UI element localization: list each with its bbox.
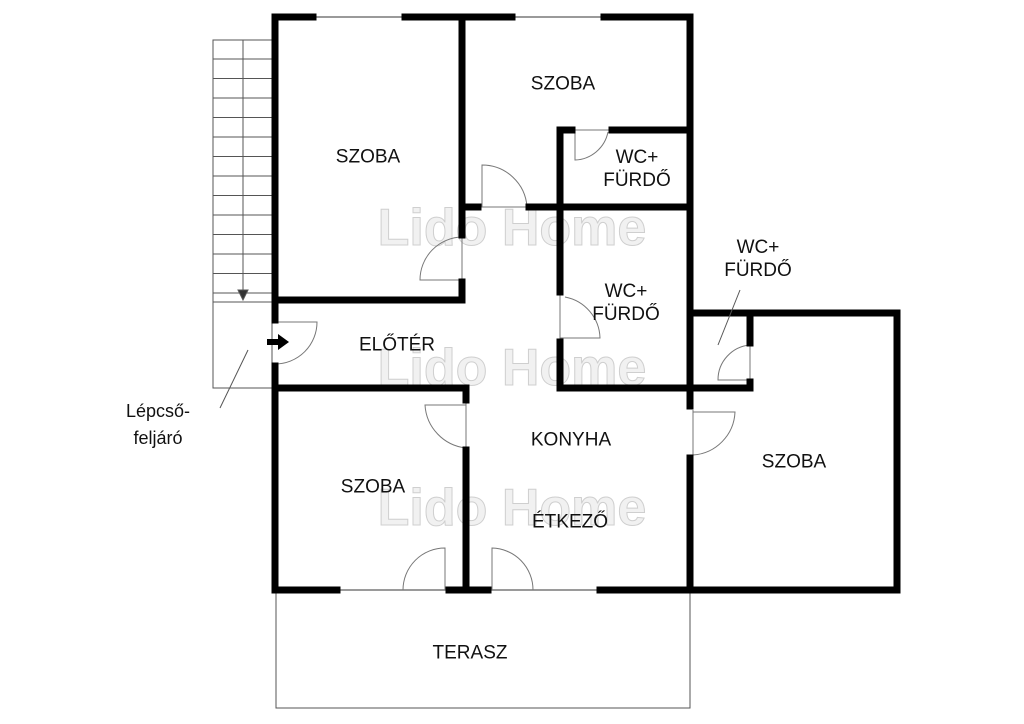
room-label-eloter: ELŐTÉR (358, 334, 436, 356)
label-line: FÜRDŐ (724, 260, 792, 281)
room-label-szoba: SZOBA (340, 476, 406, 498)
label-line: feljáró (133, 428, 183, 448)
label-line: FÜRDŐ (592, 304, 660, 325)
room-label-terasz: TERASZ (432, 642, 508, 664)
label-line: WC+ (604, 281, 648, 302)
windows (313, 16, 604, 591)
label-line: FÜRDŐ (603, 170, 671, 191)
leader-line (219, 349, 249, 409)
entry-arrow-icon (267, 334, 289, 350)
room-label-wc: WC+FÜRDŐ (724, 236, 792, 282)
label-line: WC+ (615, 147, 659, 168)
label-line: WC+ (736, 237, 780, 258)
room-label-szoba: SZOBA (335, 146, 401, 168)
stairs-label: Lépcső-feljáró (126, 398, 190, 452)
room-label-wc: WC+FÜRDŐ (592, 280, 660, 326)
doors (274, 129, 751, 591)
room-label-szoba: SZOBA (761, 451, 827, 473)
stairs-arrow-icon (237, 289, 249, 302)
room-label-etkezo: ÉTKEZŐ (531, 511, 609, 533)
stairs (212, 39, 273, 409)
room-label-wc: WC+FÜRDŐ (603, 146, 671, 192)
watermark: Lido Home (377, 479, 647, 538)
walls (271, 13, 901, 594)
stair-landing (212, 301, 273, 389)
room-label-konyha: KONYHA (530, 429, 612, 451)
label-line: Lépcső- (125, 401, 191, 421)
wc-leader (717, 289, 741, 346)
room-label-szoba: SZOBA (530, 73, 596, 95)
